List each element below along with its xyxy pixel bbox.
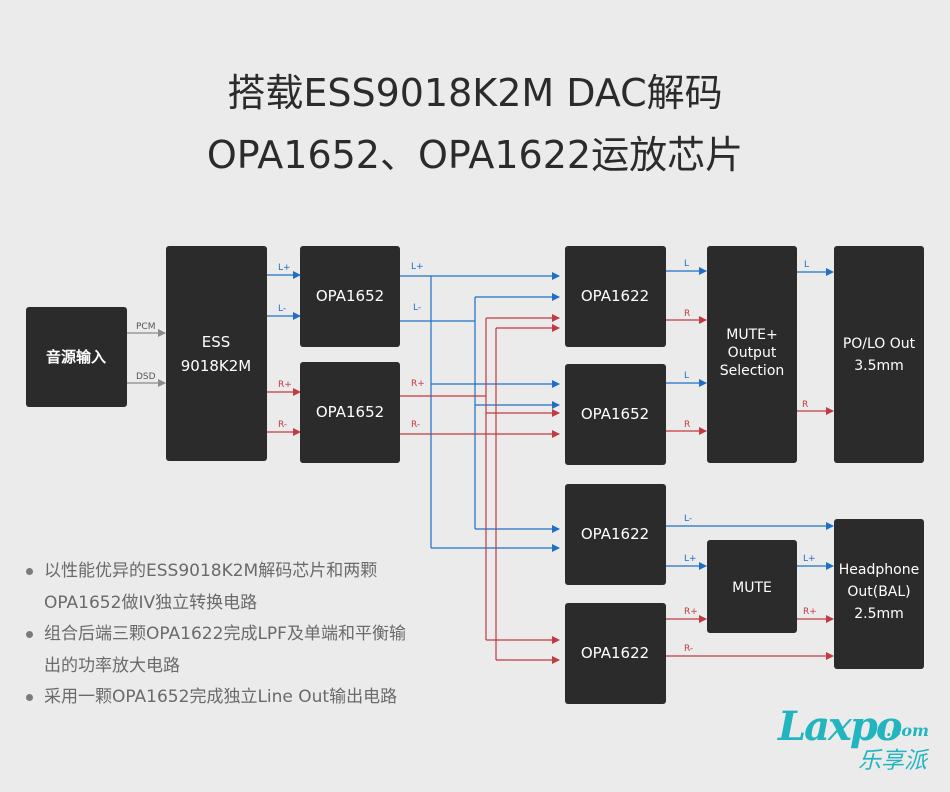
sel-l-label: L <box>804 260 809 270</box>
polo-label-2: 3.5mm <box>854 358 904 374</box>
opa1652-bottom-label: OPA1652 <box>316 403 384 421</box>
headphone-label-3: 2.5mm <box>854 606 904 622</box>
polo-out-block <box>834 246 924 463</box>
mute-rp-label: R+ <box>803 607 817 617</box>
headphone-label-1: Headphone <box>839 562 919 578</box>
mute-lp-label: L+ <box>803 554 816 564</box>
laxpo-logo: Laxpo .com 乐享派 <box>778 703 933 775</box>
opa1652-bottom-block <box>300 362 400 463</box>
dsd-label: DSD <box>136 372 156 382</box>
opa-bot-rp-label: R+ <box>411 379 425 389</box>
ess-label-2: 9018K2M <box>181 357 252 375</box>
b3-lp-label: L+ <box>684 554 697 564</box>
mute-label: MUTE <box>732 580 772 596</box>
mute-selection-label-2: Output <box>728 345 777 361</box>
ess-rm-label: R- <box>278 420 287 430</box>
opa1652-top-block <box>300 246 400 347</box>
polo-label-1: PO/LO Out <box>843 336 916 352</box>
input-label: 音源输入 <box>46 348 106 366</box>
ess-label-1: ESS <box>202 333 231 351</box>
ess-rp-label: R+ <box>278 380 292 390</box>
feature-list: 以性能优异的ESS9018K2M解码芯片和两颗 OPA1652做IV独立转换电路… <box>24 556 454 714</box>
feature-text-cont: OPA1652做IV独立转换电路 <box>44 592 258 613</box>
opa1622-4-block <box>565 603 666 704</box>
logo-wordmark: Laxpo <box>778 703 903 750</box>
feature-item: 组合后端三颗OPA1622完成LPF及单端和平衡输 出的功率放大电路 <box>24 619 454 682</box>
opa1622-3-block <box>565 484 666 585</box>
b4-rm-label: R- <box>684 644 693 654</box>
mute-selection-label-3: Selection <box>720 363 785 379</box>
feature-text: 组合后端三颗OPA1622完成LPF及单端和平衡输 <box>44 624 406 644</box>
b3-lm-label: L- <box>684 514 692 524</box>
opa1652-mid-block <box>565 364 666 465</box>
b2-r-label: R <box>684 420 690 430</box>
feature-text: 采用一颗OPA1652完成独立Line Out输出电路 <box>44 687 398 707</box>
mute-selection-label-1: MUTE+ <box>726 327 777 343</box>
b1-l-label: L <box>684 259 689 269</box>
opa1652-mid-label: OPA1652 <box>581 405 649 423</box>
headphone-out-block <box>834 519 924 669</box>
feature-text-cont: 出的功率放大电路 <box>44 655 180 676</box>
sel-r-label: R <box>802 400 808 410</box>
feature-item: 以性能优异的ESS9018K2M解码芯片和两颗 OPA1652做IV独立转换电路 <box>24 556 454 619</box>
opa-top-lm-label: L- <box>413 303 421 313</box>
ess-block <box>166 246 267 461</box>
feature-text: 以性能优异的ESS9018K2M解码芯片和两颗 <box>44 561 378 581</box>
mute-block <box>707 540 797 633</box>
logo-domain: .com <box>886 721 929 740</box>
feature-item: 采用一颗OPA1652完成独立Line Out输出电路 <box>24 682 454 714</box>
opa-bot-rm-label: R- <box>411 420 420 430</box>
b2-l-label: L <box>684 371 689 381</box>
title-line-1: 搭载ESS9018K2M DAC解码 <box>227 71 723 115</box>
opa1622-1-label: OPA1622 <box>581 287 649 305</box>
input-block <box>26 307 127 407</box>
opa-top-lp-label: L+ <box>411 262 424 272</box>
opa1622-3-label: OPA1622 <box>581 525 649 543</box>
title-line-2: OPA1652、OPA1622运放芯片 <box>206 133 744 177</box>
mute-selection-block <box>707 246 797 463</box>
opa1622-4-label: OPA1622 <box>581 644 649 662</box>
ess-lp-label: L+ <box>278 263 291 273</box>
headphone-label-2: Out(BAL) <box>847 584 910 600</box>
b4-rp-label: R+ <box>684 607 698 617</box>
pcm-label: PCM <box>136 322 155 332</box>
opa1652-top-label: OPA1652 <box>316 287 384 305</box>
logo-chinese: 乐享派 <box>858 748 927 774</box>
ess-lm-label: L- <box>278 304 286 314</box>
b1-r-label: R <box>684 309 690 319</box>
opa1622-1-block <box>565 246 666 347</box>
